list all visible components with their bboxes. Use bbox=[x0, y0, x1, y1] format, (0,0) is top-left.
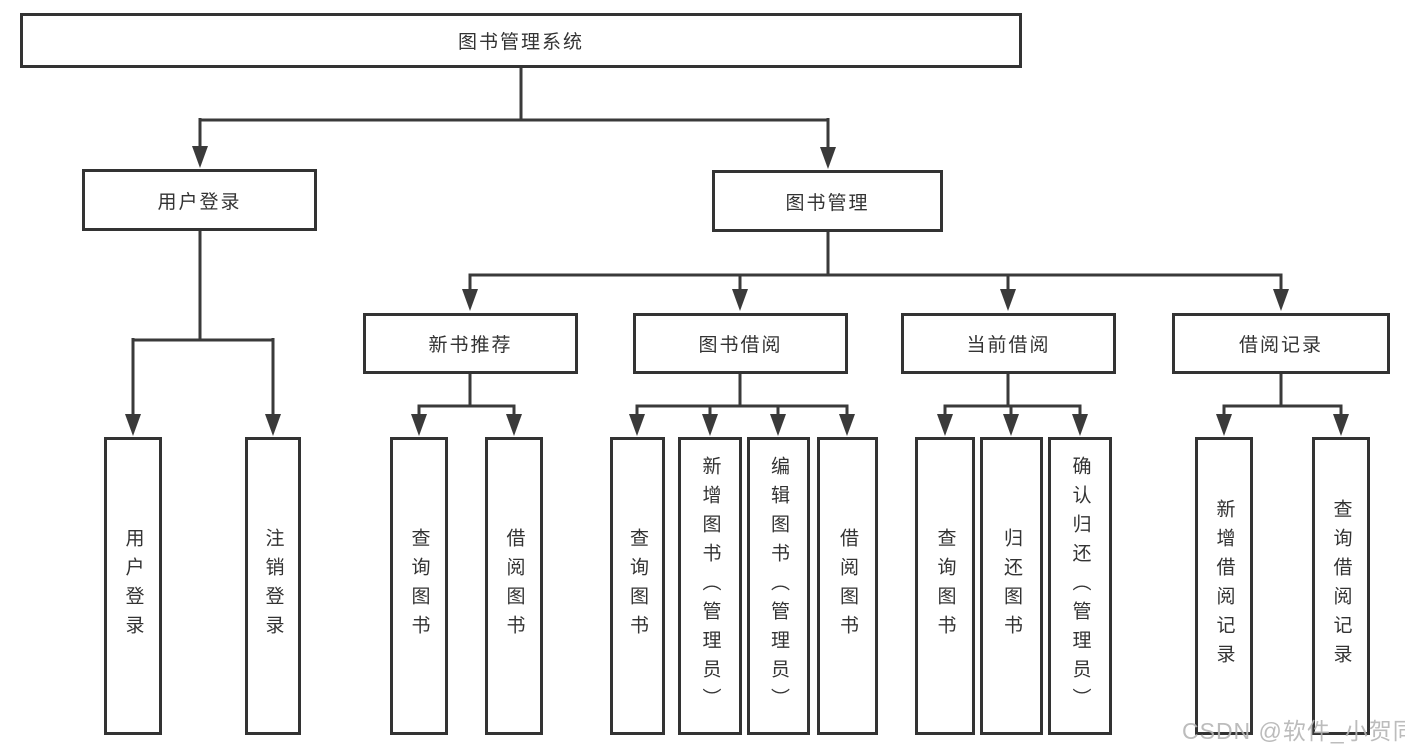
leaf-query-books-borrow: 查询图书 bbox=[610, 437, 665, 735]
node-new-book-recommend-label: 新书推荐 bbox=[428, 335, 513, 356]
leaf-query-borrow-record: 查询借阅记录 bbox=[1312, 437, 1370, 735]
leaf-borrow-books-recommend: 借阅图书 bbox=[485, 437, 543, 735]
leaf-query-borrow-record-label: 查询借阅记录 bbox=[1330, 499, 1352, 673]
node-book-management-label: 图书管理 bbox=[785, 192, 870, 214]
leaf-borrow-books: 借阅图书 bbox=[817, 437, 878, 735]
node-book-borrow-label: 图书借阅 bbox=[698, 335, 783, 356]
node-current-borrow: 当前借阅 bbox=[901, 313, 1116, 374]
node-borrow-records-label: 借阅记录 bbox=[1238, 335, 1323, 356]
node-current-borrow-label: 当前借阅 bbox=[966, 335, 1051, 356]
leaf-borrow-books-recommend-label: 借阅图书 bbox=[503, 528, 525, 644]
leaf-user-login-label: 用户登录 bbox=[122, 528, 144, 644]
leaf-add-borrow-record-label: 新增借阅记录 bbox=[1213, 499, 1235, 673]
leaf-edit-book-admin-label: 编辑图书（管理员） bbox=[768, 455, 789, 717]
leaf-confirm-return-admin: 确认归还（管理员） bbox=[1048, 437, 1112, 735]
leaf-query-books-borrow-label: 查询图书 bbox=[627, 528, 648, 644]
leaf-edit-book-admin: 编辑图书（管理员） bbox=[747, 437, 810, 735]
leaf-user-login: 用户登录 bbox=[104, 437, 162, 735]
leaf-query-books-current: 查询图书 bbox=[915, 437, 975, 735]
leaf-add-book-admin: 新增图书（管理员） bbox=[678, 437, 742, 735]
leaf-borrow-books-label: 借阅图书 bbox=[837, 528, 858, 644]
leaf-return-book-label: 归还图书 bbox=[1001, 528, 1022, 644]
leaf-query-books-recommend-label: 查询图书 bbox=[408, 528, 430, 644]
node-user-login-label: 用户登录 bbox=[157, 191, 242, 213]
leaf-logout: 注销登录 bbox=[245, 437, 301, 735]
leaf-add-borrow-record: 新增借阅记录 bbox=[1195, 437, 1253, 735]
leaf-confirm-return-admin-label: 确认归还（管理员） bbox=[1069, 455, 1091, 717]
leaf-add-book-admin-label: 新增图书（管理员） bbox=[699, 455, 721, 717]
node-root-label: 图书管理系统 bbox=[457, 32, 584, 53]
node-root-system: 图书管理系统 bbox=[20, 13, 1022, 68]
node-user-login: 用户登录 bbox=[82, 169, 317, 231]
csdn-watermark: CSDN @软件_小贺同学 bbox=[1182, 718, 1405, 744]
node-book-borrow: 图书借阅 bbox=[633, 313, 848, 374]
leaf-logout-label: 注销登录 bbox=[262, 528, 284, 644]
arrowhead-icons bbox=[125, 146, 1349, 436]
node-book-management: 图书管理 bbox=[712, 170, 943, 232]
leaf-query-books-recommend: 查询图书 bbox=[390, 437, 448, 735]
node-new-book-recommend: 新书推荐 bbox=[363, 313, 578, 374]
leaf-return-book: 归还图书 bbox=[980, 437, 1043, 735]
leaf-query-books-current-label: 查询图书 bbox=[934, 528, 956, 644]
node-borrow-records: 借阅记录 bbox=[1172, 313, 1390, 374]
